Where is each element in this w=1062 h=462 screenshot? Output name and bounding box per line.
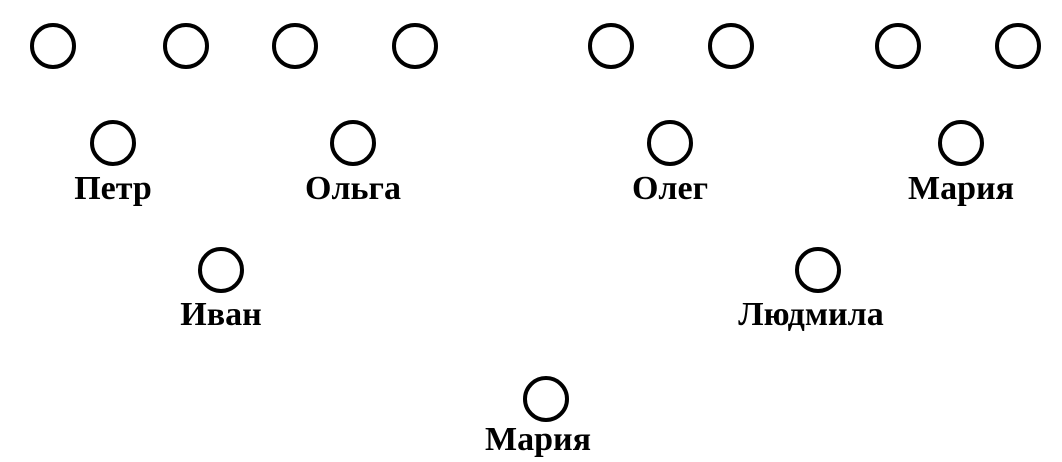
person-name-label: Ольга <box>305 170 401 207</box>
person-node-circle <box>938 120 984 166</box>
person-node-circle <box>708 23 754 69</box>
person-node-olga: Ольга <box>305 120 401 207</box>
person-name-label: Иван <box>180 296 261 333</box>
person-name-label: Мария <box>485 421 591 458</box>
person-node-circle <box>198 247 244 293</box>
person-name-label: Людмила <box>738 296 883 333</box>
person-name-label: Петр <box>74 170 152 207</box>
person-name-label: Мария <box>908 170 1014 207</box>
person-node-circle <box>523 376 569 422</box>
person-node-circle <box>30 23 76 69</box>
person-node-circle <box>90 120 136 166</box>
person-node-circle <box>163 23 209 69</box>
person-node-maria-child: Мария <box>485 376 591 458</box>
grandparents-row: Петр Ольга Олег Мария <box>74 120 1014 207</box>
person-node-petr: Петр <box>74 120 152 207</box>
person-node-circle <box>795 247 841 293</box>
great-grandparents-row <box>30 23 1041 69</box>
parents-row: Иван Людмила <box>180 247 884 333</box>
person-node-ivan: Иван <box>180 247 262 333</box>
person-node-circle <box>875 23 921 69</box>
person-node-circle <box>330 120 376 166</box>
person-node-circle <box>588 23 634 69</box>
person-node-circle <box>272 23 318 69</box>
person-node-oleg: Олег <box>632 120 708 207</box>
person-node-maria-grandmother: Мария <box>908 120 1014 207</box>
person-node-circle <box>995 23 1041 69</box>
person-node-circle <box>647 120 693 166</box>
person-node-lyudmila: Людмила <box>738 247 884 333</box>
person-node-circle <box>392 23 438 69</box>
person-name-label: Олег <box>632 170 708 207</box>
child-row: Мария <box>485 376 591 458</box>
